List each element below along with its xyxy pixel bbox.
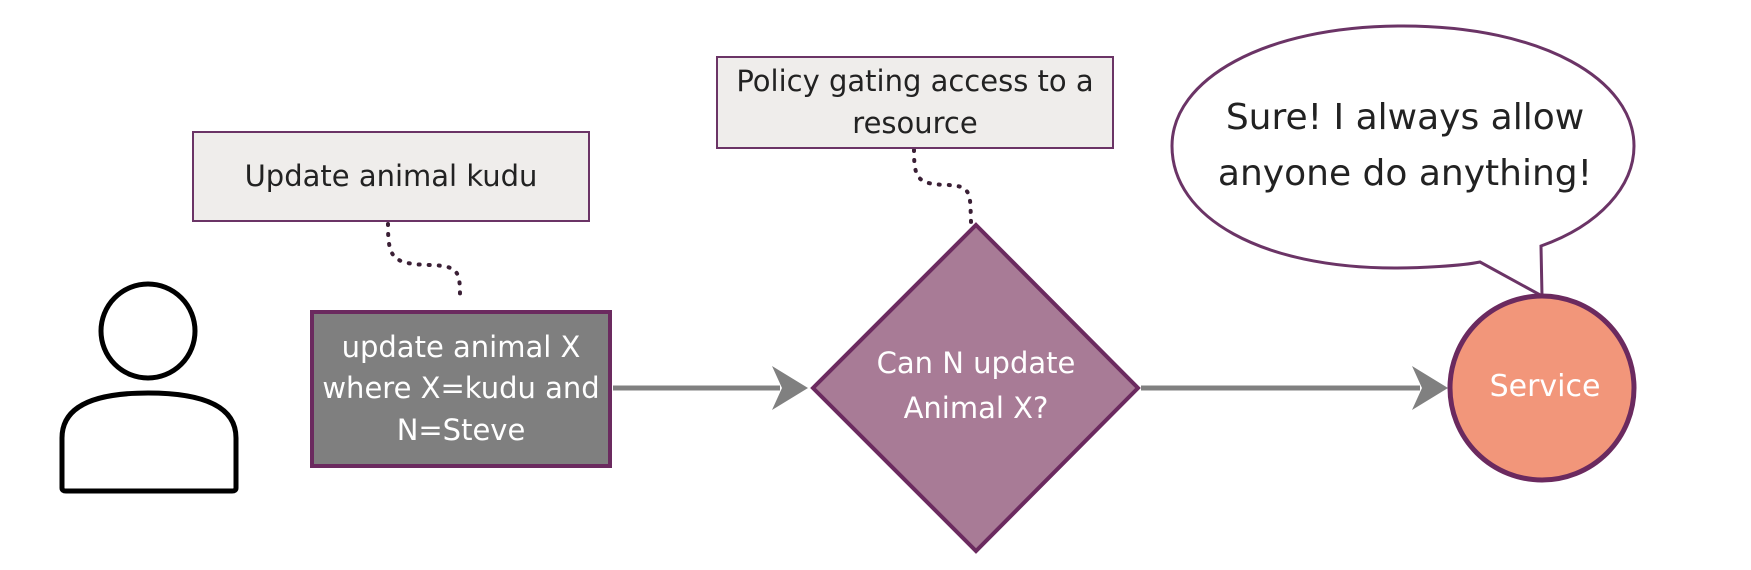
request-box: update animal X where X=kudu and N=Steve <box>310 310 612 468</box>
decision-diamond <box>810 222 1141 554</box>
request-note-text: Update animal kudu <box>244 158 538 193</box>
arrow-decision-to-service <box>1141 366 1448 410</box>
note-connector-policy <box>912 148 973 224</box>
policy-note-text: Policy gating access to a resource <box>736 64 1094 140</box>
user-icon <box>59 281 239 494</box>
arrow-request-to-decision <box>613 366 808 410</box>
speech-bubble-text: Sure! I always allow anyone do anything! <box>1217 97 1593 194</box>
service-circle <box>1447 293 1637 483</box>
service-label: Service <box>1489 369 1601 404</box>
decision-text: Can N update Animal X? <box>876 346 1076 425</box>
decision-label: Can N update Animal X? <box>850 318 1102 454</box>
speech-bubble-label: Sure! I always allow anyone do anything! <box>1205 62 1605 230</box>
speech-bubble <box>1170 24 1636 299</box>
note-connector-request <box>386 222 462 302</box>
request-box-text: update animal X where X=kudu and N=Steve <box>322 330 600 447</box>
policy-note: Policy gating access to a resource <box>716 56 1114 149</box>
request-note: Update animal kudu <box>192 131 590 222</box>
